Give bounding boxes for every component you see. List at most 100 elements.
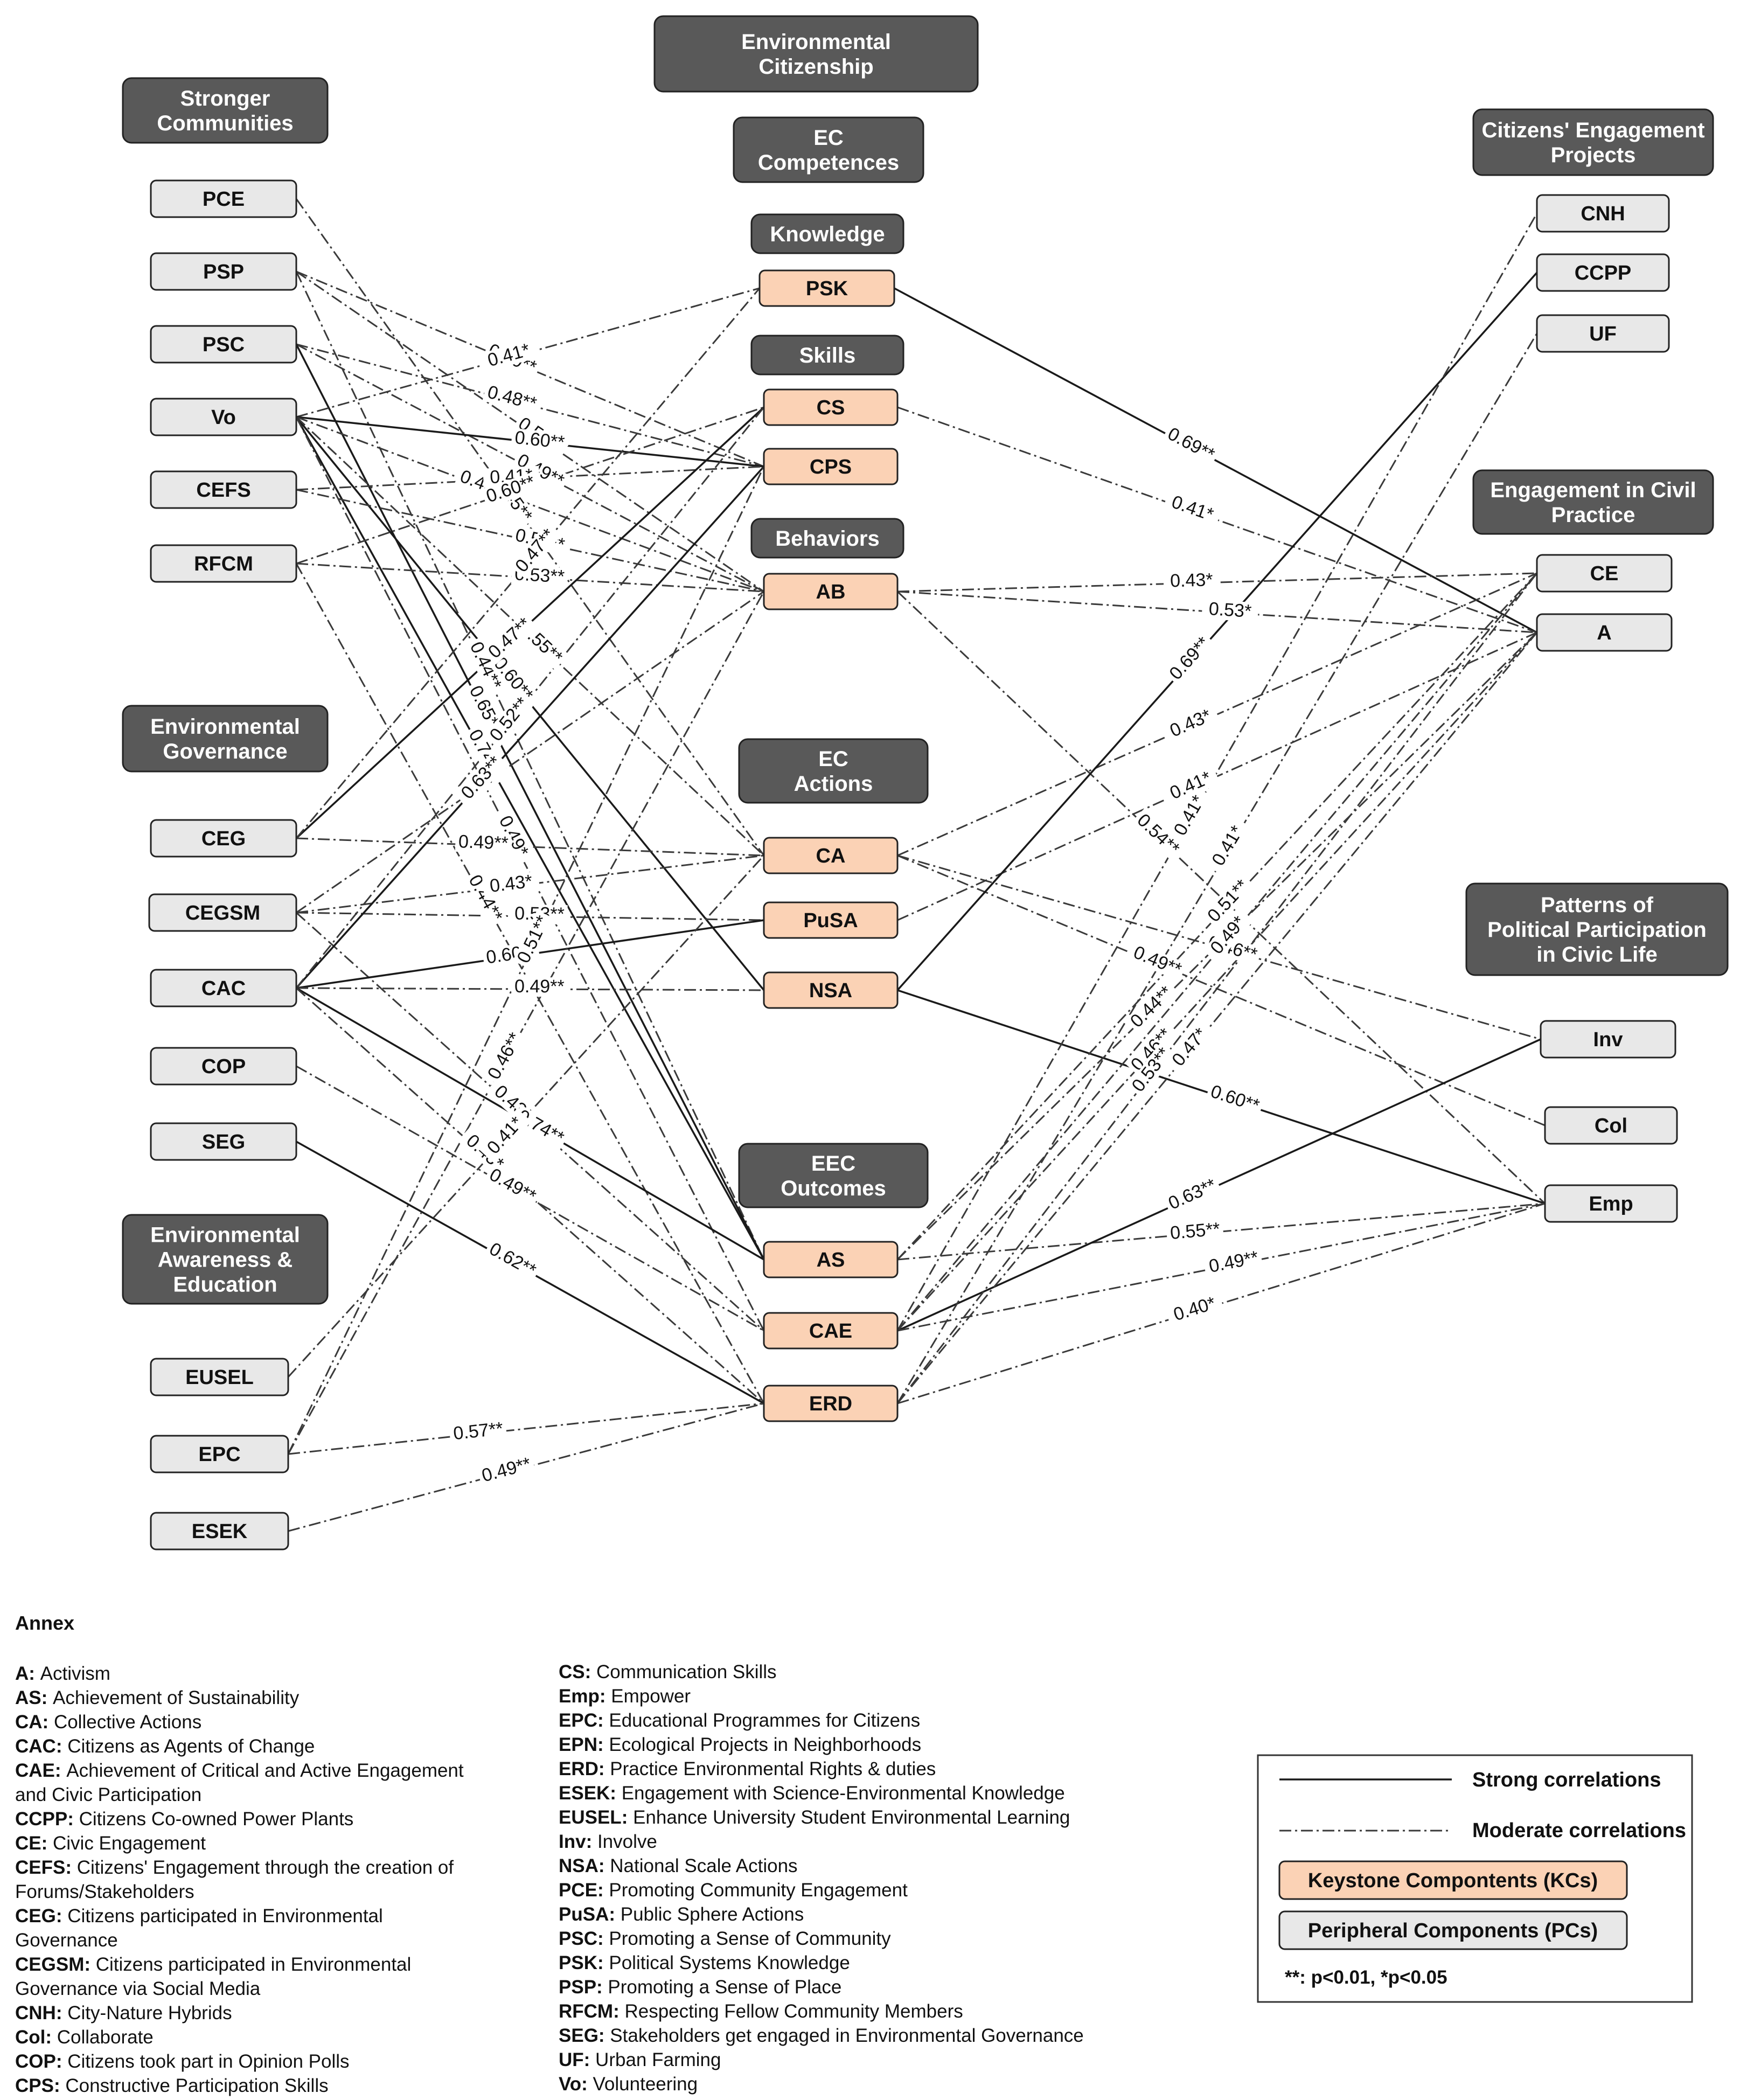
node-label: CEG bbox=[201, 828, 246, 850]
node-label: Col bbox=[1595, 1115, 1627, 1137]
node-label: RFCM bbox=[194, 553, 253, 575]
node-ceg: CEG bbox=[150, 819, 297, 858]
legend-strong-label: Strong correlations bbox=[1472, 1769, 1661, 1791]
header-knowledge: Knowledge bbox=[750, 213, 904, 254]
node-as: AS bbox=[763, 1241, 899, 1278]
edge-cegsm-cae bbox=[296, 912, 764, 1332]
edge-label-bg bbox=[1164, 631, 1216, 686]
edge-label-cop-cae: 0.49** bbox=[486, 1164, 539, 1207]
annex-entry: COP: Citizens took part in Opinion Polls bbox=[15, 2051, 350, 2072]
node-cps: CPS bbox=[763, 448, 899, 485]
edge-label-ca-ce: 0.43* bbox=[1167, 705, 1214, 741]
edge-label-bg bbox=[511, 1104, 570, 1150]
header-text: Behaviors bbox=[775, 527, 879, 551]
edge-label-bg bbox=[479, 338, 539, 373]
edge-cegsm-pusa bbox=[296, 912, 764, 921]
annex-entry: and Civic Participation bbox=[15, 1784, 201, 1805]
node-label: CAE bbox=[809, 1320, 852, 1343]
edge-rfcm-ab bbox=[296, 562, 764, 593]
edge-label-bg bbox=[1166, 1219, 1224, 1244]
annex-entry: PSC: Promoting a Sense of Community bbox=[559, 1928, 891, 1949]
node-box bbox=[1536, 613, 1673, 652]
edge-label-ab-a: 0.53* bbox=[1208, 599, 1252, 622]
edge-erd-ce bbox=[896, 573, 1538, 1404]
annex-entry: CEFS: Citizens' Engagement through the c… bbox=[15, 1857, 454, 1878]
annex-entry: CS: Communication Skills bbox=[559, 1661, 777, 1682]
edge-label-bg bbox=[511, 428, 569, 454]
edge-label-ab-ce: 0.43* bbox=[1170, 569, 1213, 591]
node-box bbox=[150, 398, 297, 436]
edge-label-psc-cps: 0.48** bbox=[485, 381, 539, 414]
edge-vo-as bbox=[295, 416, 765, 1260]
node-box bbox=[763, 1312, 899, 1350]
edge-cac-nsa bbox=[296, 987, 764, 991]
annex-entry: CNH: City-Nature Hybrids bbox=[15, 2002, 232, 2023]
node-label: AS bbox=[817, 1249, 845, 1271]
node-box bbox=[1536, 314, 1670, 353]
node-label: Inv bbox=[1593, 1028, 1623, 1051]
node-nsa: NSA bbox=[763, 971, 899, 1009]
node-epc: EPC bbox=[150, 1435, 289, 1473]
node-box bbox=[1536, 253, 1670, 292]
edge-label-bg bbox=[510, 523, 561, 579]
edge-label-cae-emp: 0.49** bbox=[1207, 1247, 1260, 1277]
edge-nsa-ccpp bbox=[896, 272, 1538, 991]
node-cefs: CEFS bbox=[150, 470, 297, 509]
node-box bbox=[763, 1241, 899, 1278]
edge-label-bg bbox=[483, 1027, 527, 1086]
annex-entry: PuSA: Public Sphere Actions bbox=[559, 1904, 804, 1925]
edge-cac-cps bbox=[295, 465, 765, 989]
node-label: Vo bbox=[211, 406, 236, 429]
edge-label-cac-nsa: 0.49** bbox=[514, 976, 565, 997]
edge-label-seg-erd: 0.62** bbox=[486, 1239, 539, 1281]
edge-ca-col bbox=[897, 854, 1546, 1127]
node-box bbox=[150, 179, 297, 218]
edge-ceg-ca bbox=[296, 837, 764, 857]
node-label: CA bbox=[816, 845, 846, 867]
header-box bbox=[750, 335, 904, 376]
edge-label-cae-inv: 0.63** bbox=[1165, 1174, 1219, 1214]
annex-entry: ERD: Practice Environmental Rights & dut… bbox=[559, 1758, 936, 1779]
node-label: ESEK bbox=[192, 1520, 248, 1543]
edge-label-bg bbox=[1165, 1291, 1224, 1327]
edge-vo-ca bbox=[295, 416, 765, 857]
node-box bbox=[150, 544, 297, 583]
node-cnh: CNH bbox=[1536, 194, 1670, 233]
header-text: Knowledge bbox=[770, 222, 885, 246]
node-box bbox=[150, 470, 297, 509]
node-label: CCPP bbox=[1575, 262, 1632, 284]
edge-cefs-cps bbox=[296, 465, 764, 491]
edge-label-esek-erd: 0.49** bbox=[479, 1454, 533, 1486]
legend-peripheral-label: Peripheral Components (PCs) bbox=[1308, 1920, 1598, 1942]
edge-epc-erd bbox=[288, 1402, 764, 1455]
edge-label-bg bbox=[481, 471, 541, 508]
node-label: EUSEL bbox=[185, 1366, 254, 1389]
edge-label-bg bbox=[479, 1108, 532, 1163]
header-box bbox=[738, 738, 929, 804]
node-label: PSC bbox=[203, 333, 245, 356]
edge-label-cs-a: 0.41* bbox=[1169, 491, 1216, 525]
edge-cae-inv bbox=[897, 1038, 1541, 1332]
edge-psc-as bbox=[295, 344, 765, 1260]
node-label: UF bbox=[1589, 323, 1617, 345]
edge-label-ca-col: 0.49** bbox=[1131, 942, 1185, 980]
edge-label-bg bbox=[483, 612, 538, 665]
annex-entry: CCPP: Citizens Co-owned Power Plants bbox=[15, 1809, 353, 1830]
node-box bbox=[763, 1385, 899, 1422]
node-box bbox=[1544, 1184, 1678, 1223]
node-box bbox=[763, 837, 899, 874]
node-label: CNH bbox=[1581, 203, 1625, 225]
edge-label-erd-uf: 0.41* bbox=[1208, 822, 1247, 870]
node-label: A bbox=[1597, 622, 1611, 644]
edge-ab-ce bbox=[897, 572, 1537, 593]
edge-label-bg bbox=[1164, 1019, 1215, 1075]
